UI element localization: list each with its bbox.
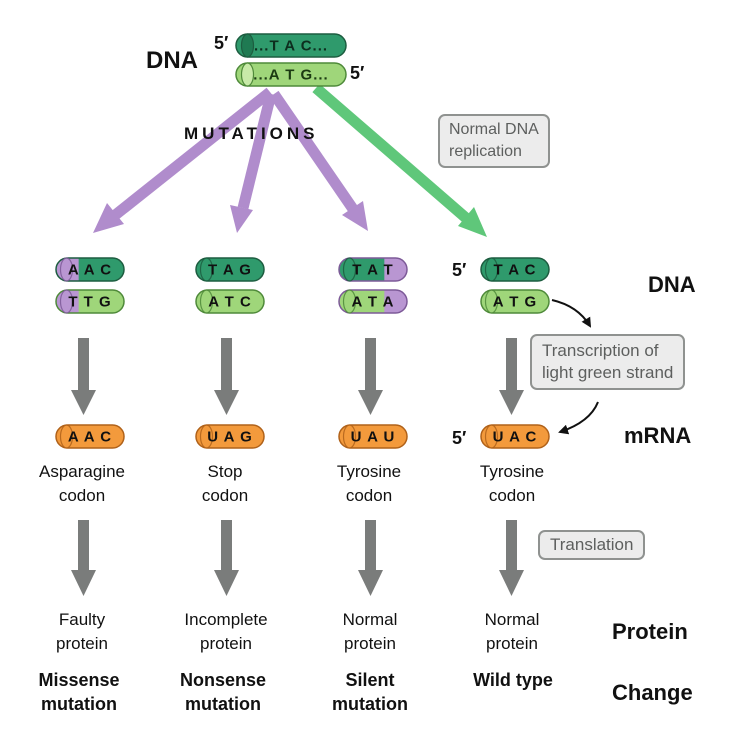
- col4-dna-bottom-seq: A T G: [492, 293, 538, 311]
- arrow-mrna-to-protein-3: [358, 520, 383, 596]
- top-strand-light: [235, 62, 347, 87]
- col3-mrna-cylinder: [338, 424, 408, 449]
- mutation-arrow-1: [110, 87, 274, 221]
- row-label-dna: DNA: [648, 272, 696, 297]
- transcription-box: Transcription of light green strand: [530, 334, 686, 390]
- transcription-curve-arrow-top: [551, 299, 592, 328]
- prime-label-mrna-col4: 5′: [452, 428, 467, 448]
- arrow-mrna-to-protein-1: [71, 520, 96, 596]
- prime-label-dna-col4: 5′: [452, 260, 467, 280]
- row-label-change: Change: [612, 680, 693, 705]
- col2-dna-bottom-cylinder: [195, 289, 265, 314]
- col1-dna-top-seq: A A C: [67, 261, 113, 279]
- col2-dna-top-seq: T A G: [208, 261, 252, 279]
- col1-mrna-seq: A A C: [67, 428, 113, 446]
- row-label-protein: Protein: [612, 619, 688, 644]
- normal-replication-line-1: Normal DNA: [449, 121, 539, 138]
- col4-dna-top-seq: T A C: [493, 261, 537, 279]
- col1-mrna-cylinder: [55, 424, 125, 449]
- col3-mrna-seq: U A U: [350, 428, 396, 446]
- col2-dna-bottom-seq: A T C: [208, 293, 252, 311]
- col1-dna-bottom-seq: T T G: [68, 293, 112, 311]
- arrow-mrna-to-protein-4: [499, 520, 524, 596]
- mutation-arrow-3: [269, 90, 358, 213]
- replication-arrow: [312, 83, 487, 237]
- codon-cylinders: [55, 257, 550, 449]
- normal-replication-line-2: replication: [449, 143, 522, 160]
- col3-dna-top-seq: T A T: [352, 261, 394, 279]
- transcription-line-2: light green strand: [542, 363, 674, 382]
- bottom-strand-sequence: ...A T G...: [253, 66, 329, 84]
- transcription-curve-arrow-bottom: [558, 401, 599, 435]
- top-strand-sequence: ...T A C...: [253, 37, 329, 55]
- col3-dna-top-cylinder: [338, 257, 408, 282]
- col4-dna-bottom-cylinder: [480, 289, 550, 314]
- arrow-mrna-to-protein-2: [214, 520, 239, 596]
- col3-dna-bottom-seq: A T A: [351, 293, 395, 311]
- gray-arrows: [71, 338, 524, 596]
- col1-dna-bottom-cylinder: [55, 289, 125, 314]
- col2-mrna-seq: U A G: [207, 428, 253, 446]
- col4-mrna-cylinder: [480, 424, 550, 449]
- col4-mrna-seq: U A C: [492, 428, 538, 446]
- mutations-label: MUTATIONS: [184, 124, 319, 143]
- mutation-arrow-2: [237, 92, 277, 210]
- prime-label-top: 5′: [214, 33, 229, 53]
- dna-title: DNA: [146, 47, 198, 74]
- col3-dna-bottom-cylinder: [338, 289, 408, 314]
- prime-label-bottom: 5′: [350, 63, 365, 83]
- normal-replication-box: Normal DNA replication: [438, 114, 550, 168]
- transcription-line-1: Transcription of: [542, 341, 659, 360]
- arrow-dna-to-mrna-1: [71, 338, 96, 415]
- translation-box: Translation: [538, 530, 646, 560]
- row-label-mrna: mRNA: [624, 423, 692, 448]
- arrow-dna-to-mrna-3: [358, 338, 383, 415]
- col2-mrna-cylinder: [195, 424, 265, 449]
- col4-change-label: Wild type: [473, 670, 553, 690]
- arrow-dna-to-mrna-2: [214, 338, 239, 415]
- top-strand-dark: [235, 33, 347, 58]
- col1-dna-top-cylinder: [55, 257, 125, 282]
- col2-dna-top-cylinder: [195, 257, 265, 282]
- mutation-arrows: [93, 87, 368, 233]
- arrow-dna-to-mrna-4: [499, 338, 524, 415]
- top-dna-strands: [235, 33, 347, 87]
- col4-dna-top-cylinder: [480, 257, 550, 282]
